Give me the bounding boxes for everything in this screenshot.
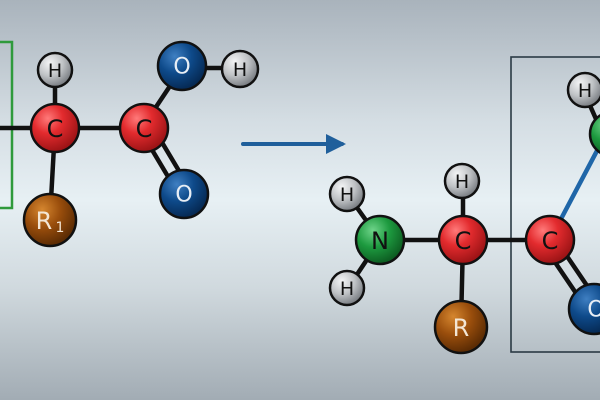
atom-label: R: [453, 314, 470, 342]
atom-label: H: [233, 59, 247, 81]
atom-right-c-carboxyl: C: [524, 214, 576, 266]
atom-right-c-alpha: C: [437, 214, 489, 266]
atom-label: O: [587, 298, 600, 323]
atom-subscript: 1: [56, 220, 65, 236]
atom-right-o-carbonyl-partial: O: [567, 282, 600, 336]
atom-right-h-alpha: H: [443, 162, 481, 200]
atom-label: H: [340, 184, 354, 206]
atom-left-h-top: H: [36, 51, 74, 89]
atom-left-o-carbonyl: O: [158, 168, 210, 220]
atom-label: O: [175, 183, 192, 208]
atom-right-r-group: R: [433, 299, 489, 355]
atom-label: O: [173, 55, 190, 80]
atom-label: C: [455, 227, 472, 255]
molecule-left: H C R 1 C O H O: [0, 40, 260, 248]
atom-label: N: [371, 227, 389, 255]
atom-label: C: [542, 227, 559, 255]
atom-label: H: [578, 80, 592, 102]
atom-left-c-alpha: C: [29, 102, 81, 154]
molecule-right: H N H H C R C O: [328, 56, 600, 355]
atom-label: R: [36, 207, 53, 235]
atom-right-h-partial: H: [566, 71, 600, 109]
atom-left-h-hydroxyl: H: [220, 49, 260, 89]
atom-left-o-hydroxyl: O: [156, 40, 208, 92]
atom-label: C: [47, 115, 64, 143]
atom-label: H: [455, 171, 469, 193]
atom-label: C: [136, 115, 153, 143]
atom-left-r-group: R 1: [22, 192, 78, 248]
atom-label: H: [48, 60, 62, 82]
atom-right-n: N: [354, 214, 406, 266]
atom-left-c-carboxyl: C: [118, 102, 170, 154]
right-highlight-box: [510, 56, 600, 353]
atom-label: H: [340, 278, 354, 300]
left-highlight-box: [0, 40, 14, 210]
atom-right-n-partial-offcanvas: [588, 114, 600, 154]
atom-right-h-amine-top: H: [328, 175, 366, 213]
atom-right-h-amine-bottom: H: [328, 269, 366, 307]
